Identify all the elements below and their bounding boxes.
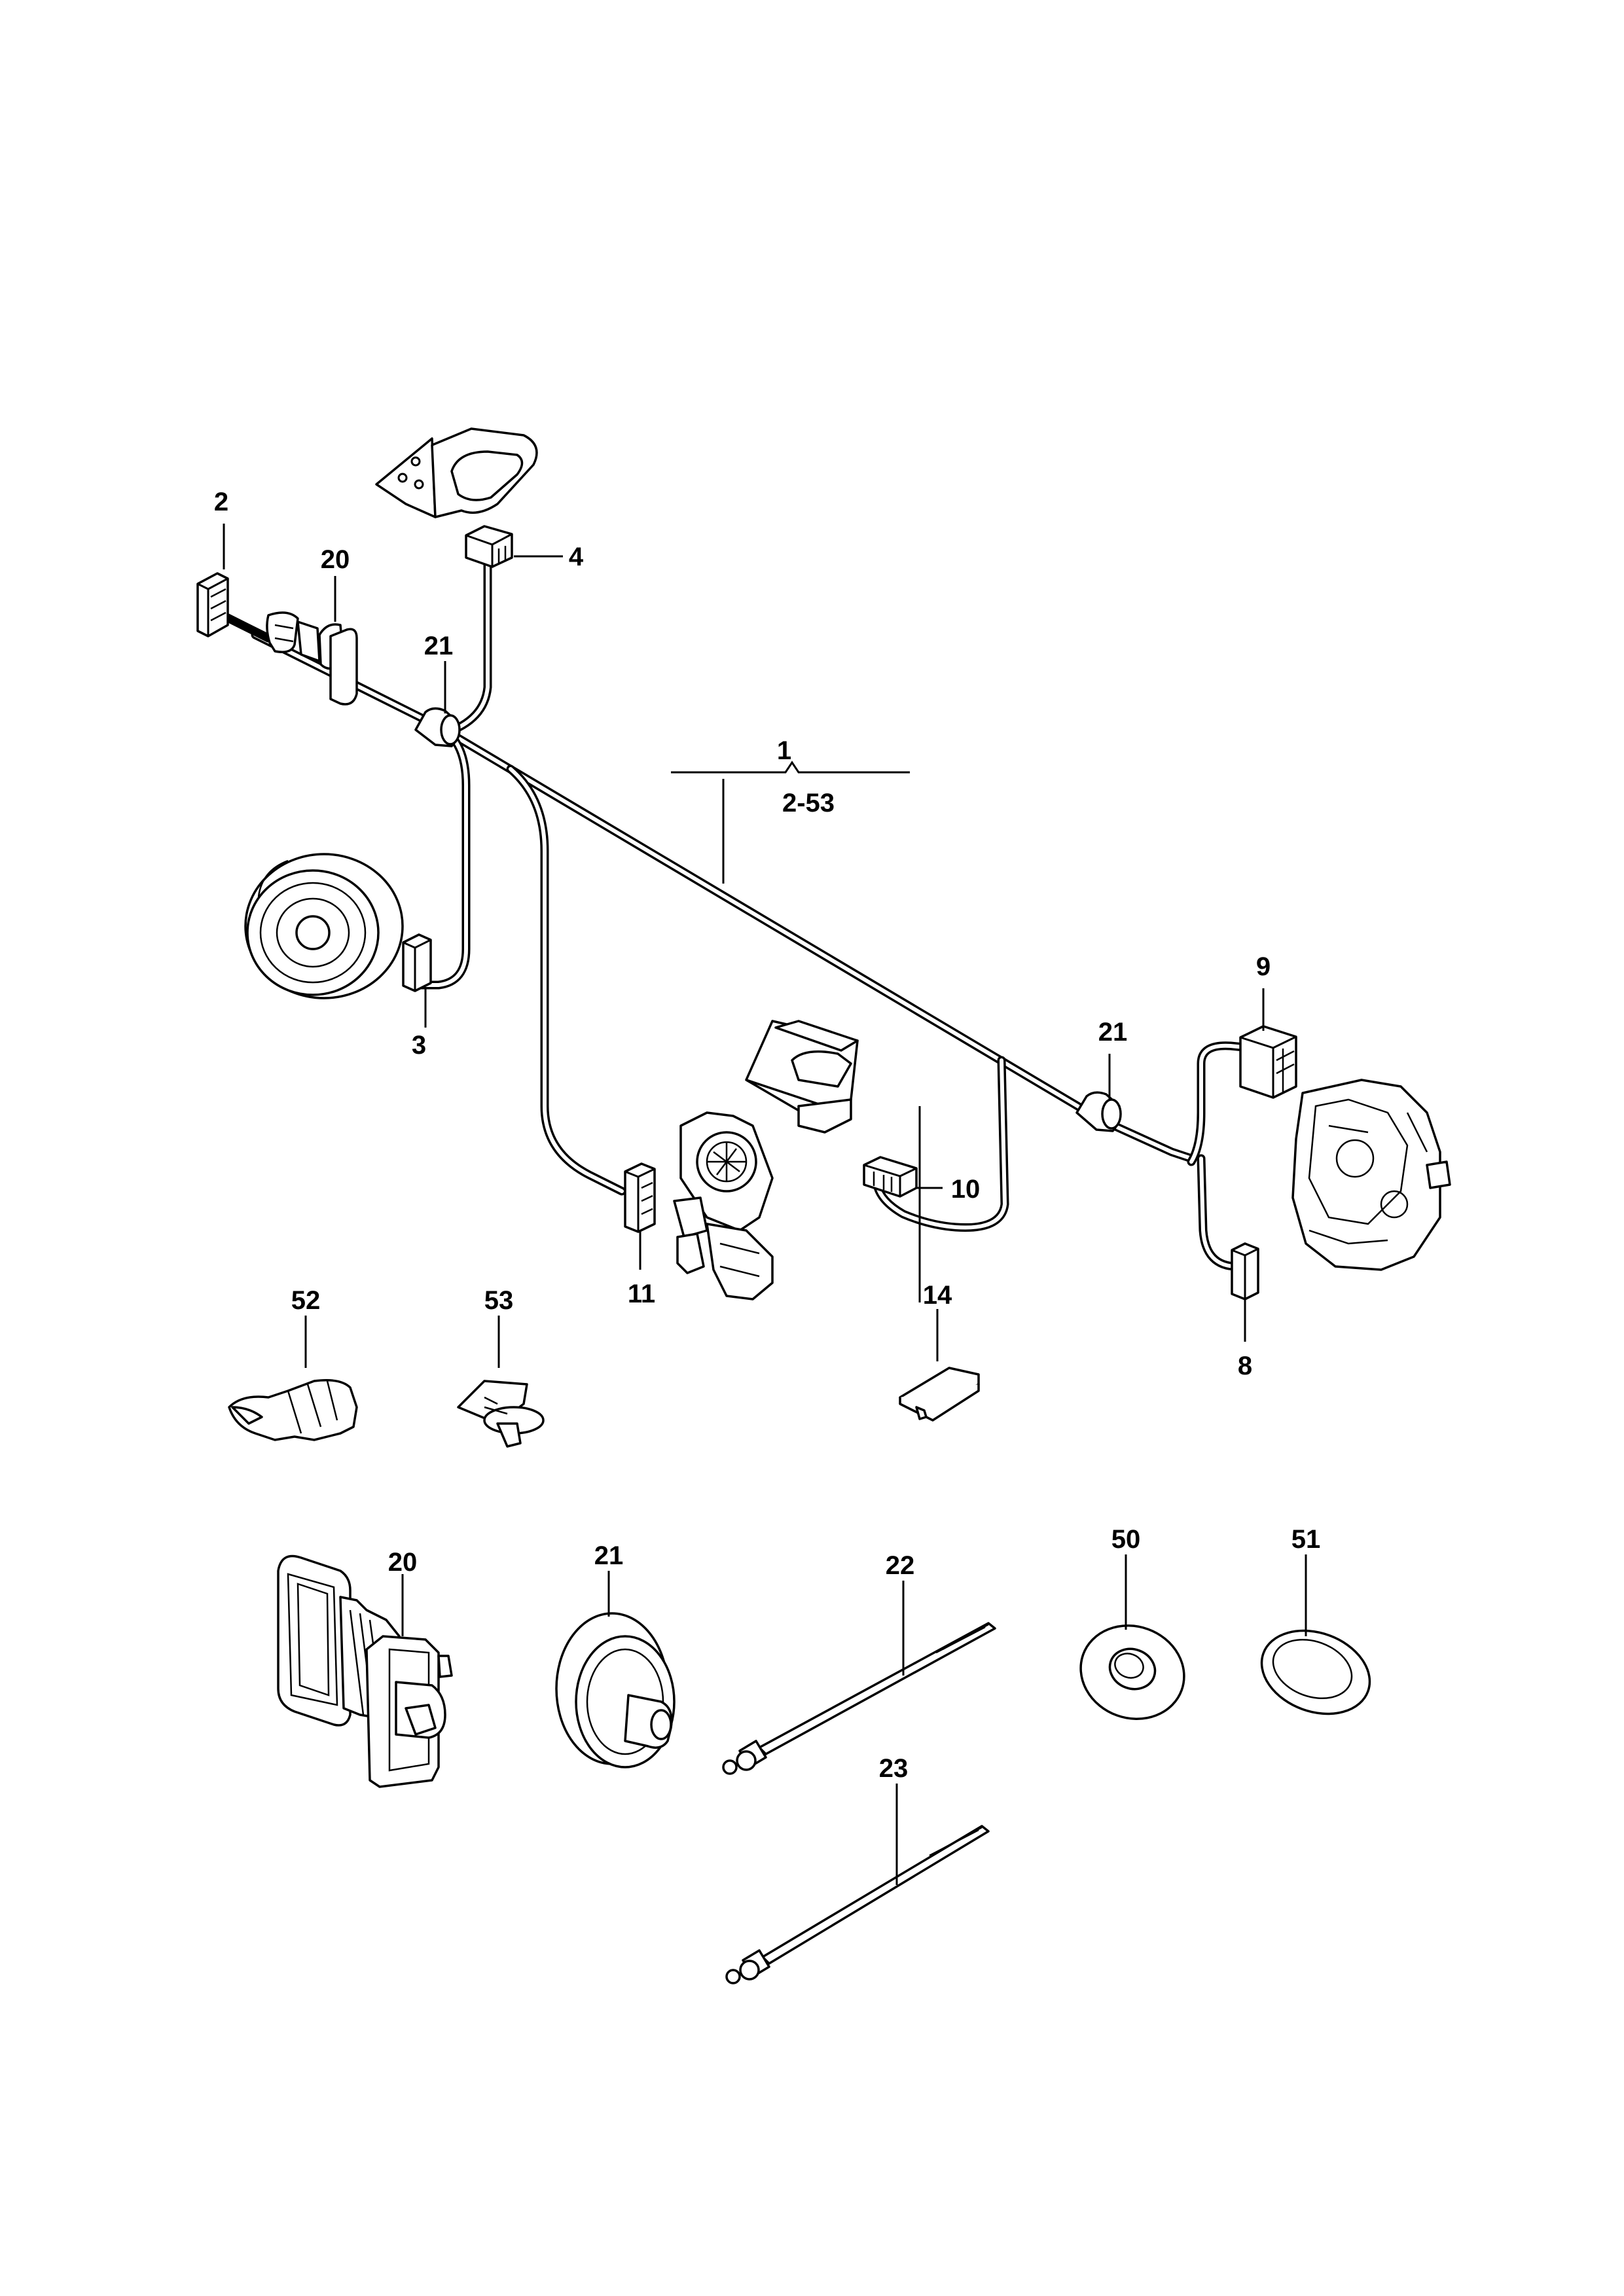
mirror-switch-housing [375,427,538,518]
callout-4: 4 [569,543,584,571]
connector-4 [465,525,513,568]
callout-10: 10 [951,1175,981,1204]
connector-10 [863,1156,918,1198]
callout-22: 22 [886,1551,915,1580]
grommet-21-left-installed [414,707,461,747]
callout-50: 50 [1111,1525,1141,1554]
window-motor [673,1111,774,1300]
door-lock [1291,1079,1451,1271]
callout-51: 51 [1291,1525,1321,1554]
connector-3 [402,933,432,992]
callout-20-top: 20 [321,545,350,574]
loose-leaders [304,1309,1307,1885]
callout-9: 9 [1256,952,1271,981]
callout-21-right: 21 [1098,1018,1128,1047]
callout-53: 53 [484,1286,514,1315]
callout-2: 2 [214,488,228,516]
clip-14 [899,1367,980,1422]
grommet-20-installed [266,611,358,706]
callout-21-bottom: 21 [594,1541,624,1570]
callout-labels: 1 2-53 2 20 21 4 3 9 21 10 11 8 52 53 14… [214,488,1320,1783]
callout-11: 11 [628,1280,655,1308]
callout-3: 3 [412,1031,426,1060]
leader-lines [223,524,1265,1342]
grommet-50 [1079,1624,1185,1720]
grommet-21-right-installed [1075,1091,1122,1132]
clip-53 [457,1380,545,1448]
callout-14: 14 [923,1281,952,1310]
callout-1: 1 [777,736,791,765]
callout-8: 8 [1238,1352,1252,1380]
callout-21-left: 21 [424,632,454,660]
speaker [244,853,404,999]
callout-23: 23 [879,1754,909,1783]
cable-tie-23 [725,1825,990,1984]
callout-20-bottom: 20 [388,1548,418,1577]
grommet-21 [555,1612,676,1768]
connector-8 [1231,1242,1259,1300]
clip-52 [228,1379,358,1441]
callout-1-range: 2-53 [782,789,835,817]
cable-tie-22 [722,1622,996,1775]
connector-9 [1239,1025,1297,1099]
grommet-20 [277,1554,453,1788]
connector-11 [624,1162,656,1233]
plug-51 [1260,1629,1371,1715]
callout-52: 52 [291,1286,321,1315]
window-switch [745,1020,859,1134]
connector-2 [196,572,229,637]
